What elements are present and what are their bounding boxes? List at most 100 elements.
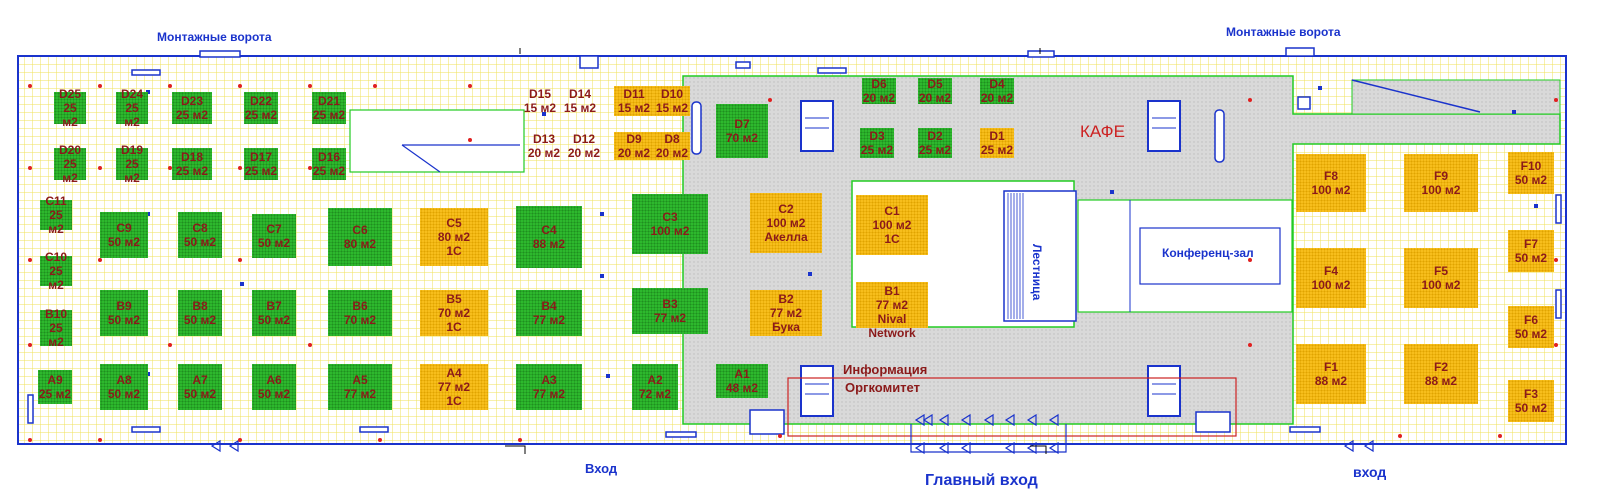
booth-area: 15 м2 [617, 101, 651, 115]
booth-id: F2 [1433, 360, 1448, 374]
booth-id: B9 [116, 299, 132, 313]
booth-area: 15 м2 [655, 101, 689, 115]
booth-id: C3 [662, 210, 678, 224]
booth-area: 20 м2 [527, 146, 561, 160]
stairs-box [1003, 190, 1077, 322]
booth-id: F6 [1523, 313, 1538, 327]
booth-id: A6 [266, 373, 282, 387]
booth-area: 25 м2 [62, 157, 78, 185]
assembly-gate-left-label: Монтажные ворота [157, 30, 272, 44]
booth-area: 88 м2 [532, 237, 566, 251]
stairs-label: Лестница [1030, 244, 1044, 301]
booth-id: D8 [664, 132, 680, 146]
pillar-icons [691, 101, 1225, 163]
booth-area: 50 м2 [107, 313, 141, 327]
booth-area: 77 м2 [653, 311, 687, 325]
booth-id: B7 [266, 299, 282, 313]
hall-wall [17, 55, 1567, 445]
main-entrance-label: Главный вход [925, 472, 1038, 489]
booth-area: 25 м2 [175, 108, 209, 122]
booth-area: 25 м2 [312, 164, 346, 178]
booth-area: 88 м2 [1314, 374, 1348, 388]
booth-id: C8 [192, 221, 208, 235]
booth-id: C9 [116, 221, 132, 235]
booth-id: D12 [572, 132, 595, 146]
booth-area: 77 м2 [532, 313, 566, 327]
booth-area: 25 м2 [980, 143, 1014, 157]
booth-id: D19 [120, 143, 143, 157]
main-entrance-lobby [910, 424, 1067, 453]
booth-area: 25 м2 [62, 101, 78, 129]
cafe-label: КАФЕ [1080, 122, 1125, 141]
booth-id: D24 [120, 87, 143, 101]
booth-area: 15 м2 [523, 101, 557, 115]
booth-area: 20 м2 [862, 91, 896, 105]
